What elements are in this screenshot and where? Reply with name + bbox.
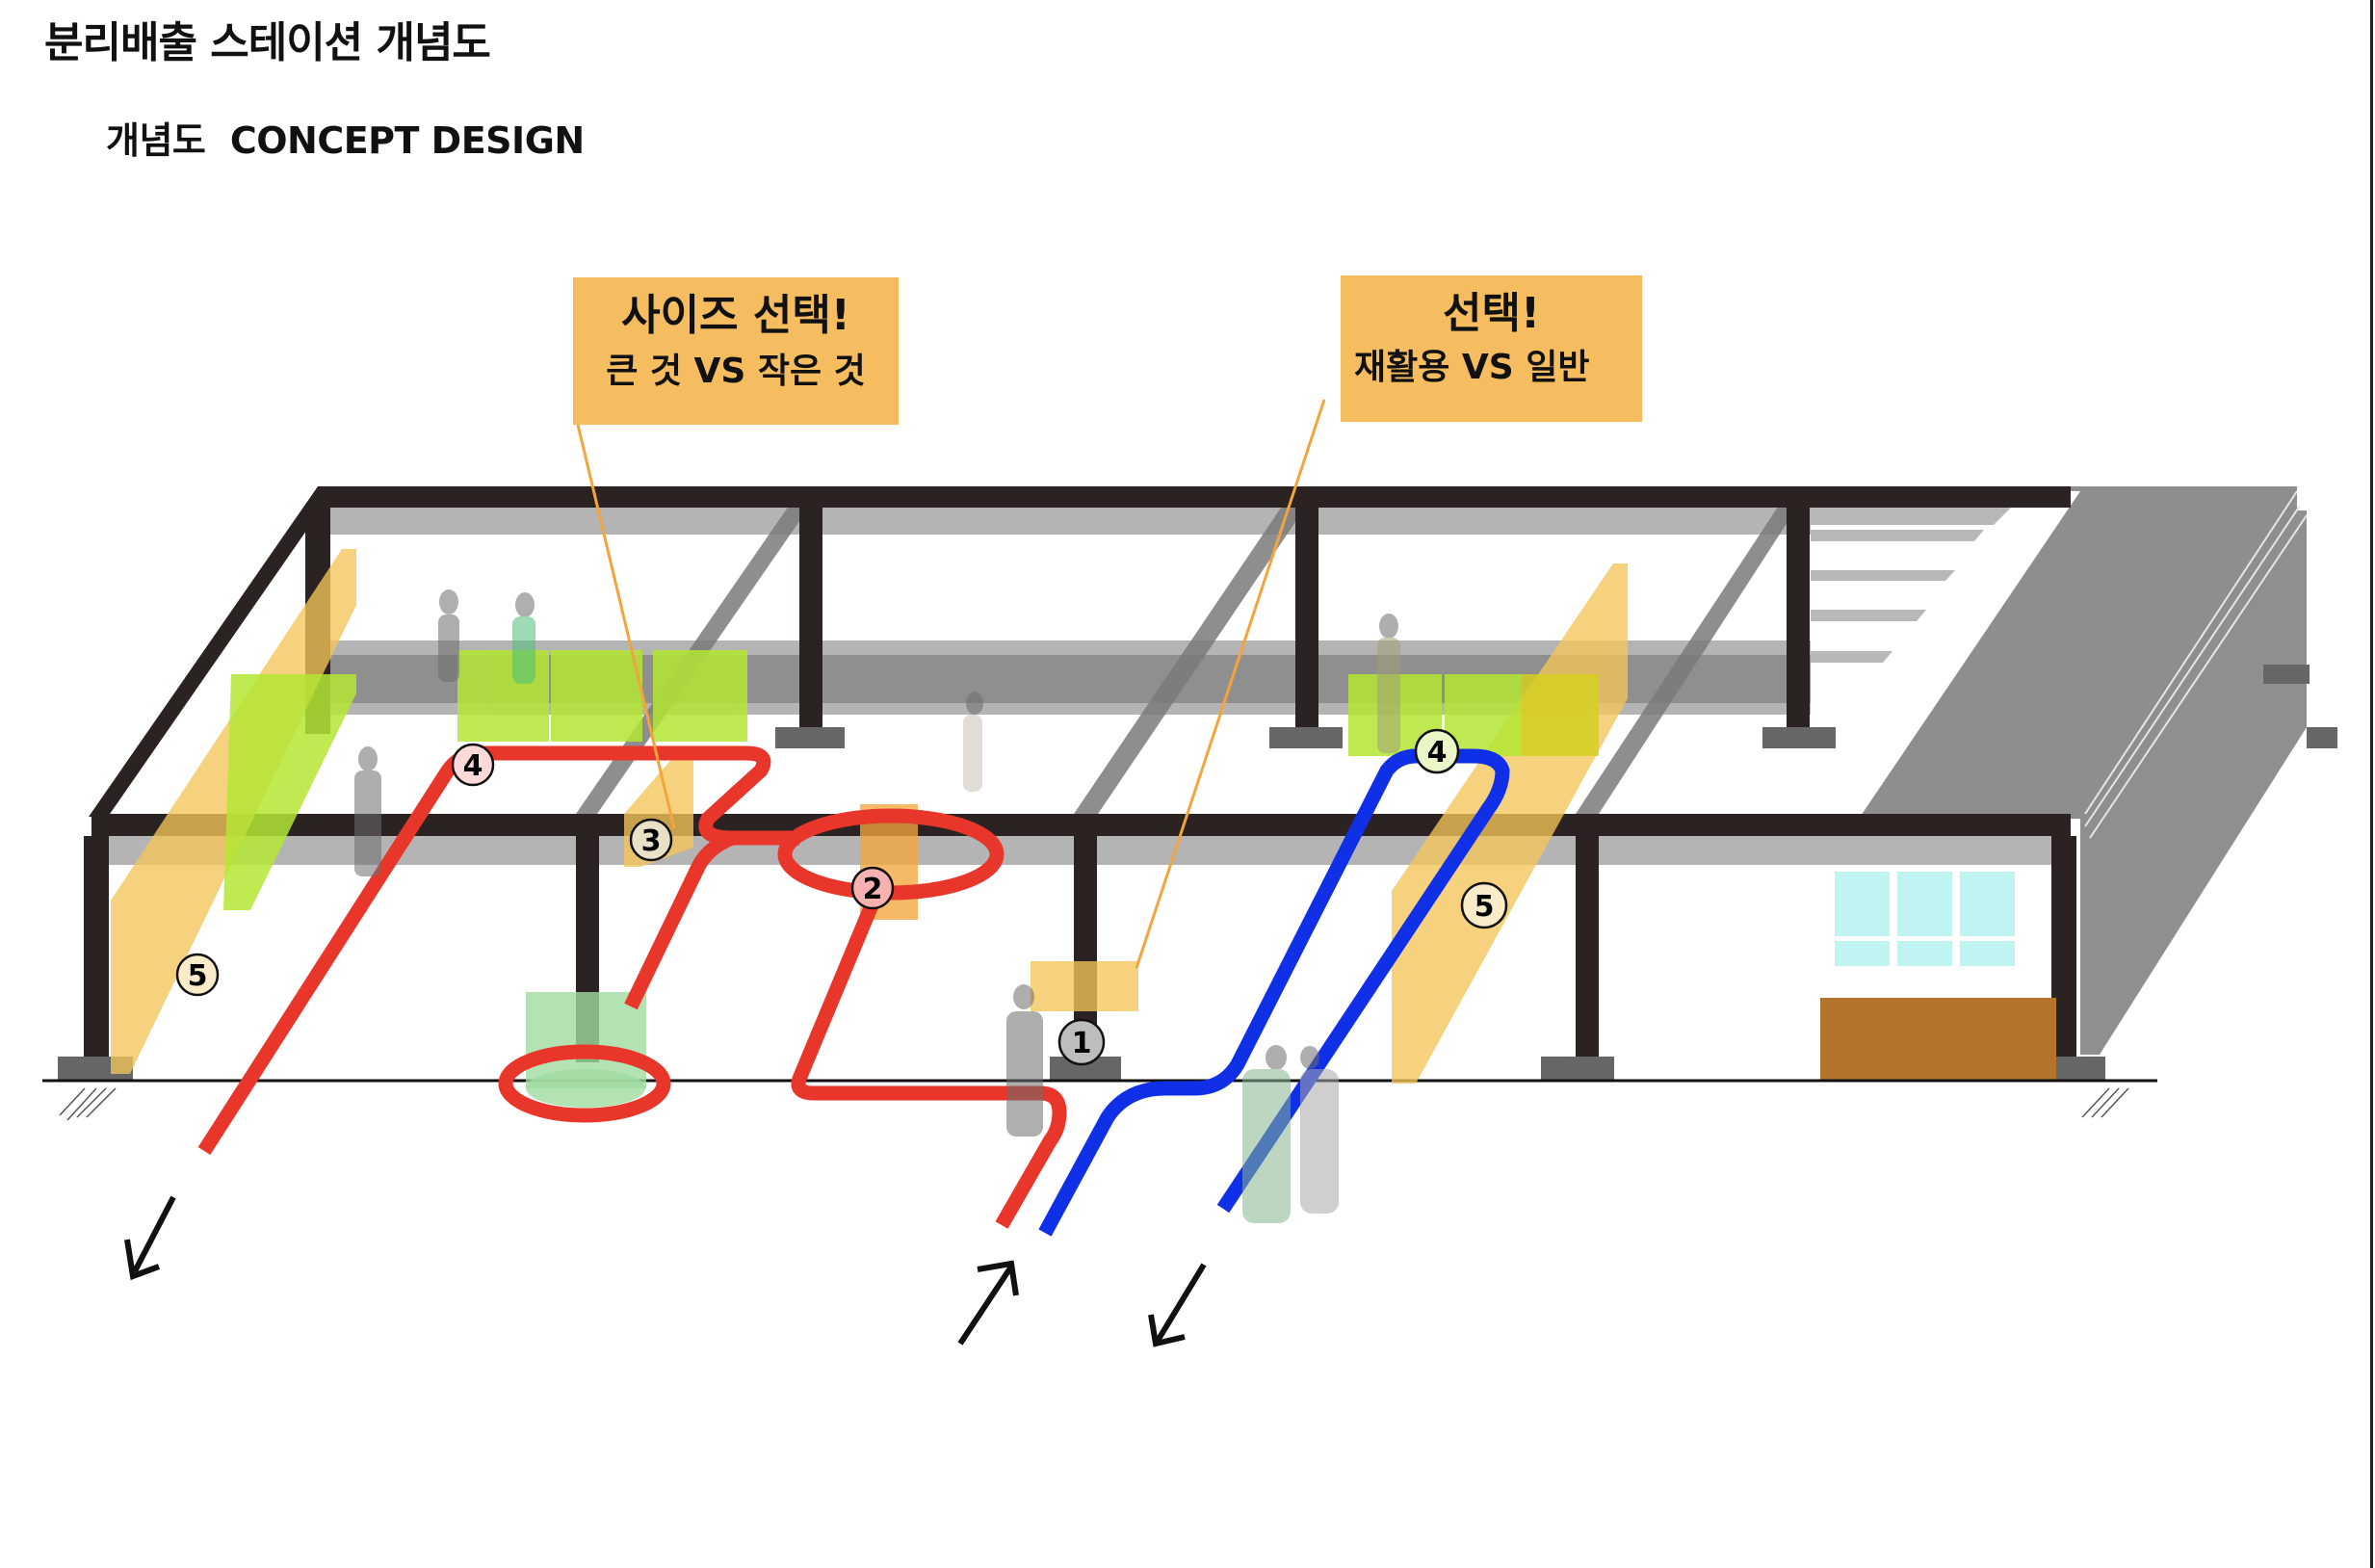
marker-5b: 5 xyxy=(1460,881,1508,929)
arrow-exit-left-icon xyxy=(124,1195,176,1281)
window xyxy=(1835,872,2015,966)
people xyxy=(354,589,1400,1223)
svg-text:5: 5 xyxy=(1475,890,1495,924)
round-bin xyxy=(526,992,646,1108)
structural-frame xyxy=(58,486,2105,1081)
svg-text:5: 5 xyxy=(188,959,208,993)
svg-text:4: 4 xyxy=(463,749,483,783)
marker-5a: 5 xyxy=(175,953,220,997)
callout-type-choice-title: 선택! xyxy=(1442,289,1541,338)
svg-text:1: 1 xyxy=(1072,1027,1092,1060)
svg-text:4: 4 xyxy=(1427,736,1448,770)
svg-text:2: 2 xyxy=(863,873,883,906)
marker-3: 3 xyxy=(629,818,673,862)
page-edge xyxy=(2370,0,2373,1568)
callout-size-choice-title: 사이즈 선택! xyxy=(621,291,850,340)
page-subtitle: 개념도 CONCEPT DESIGN xyxy=(106,119,585,162)
marker-2: 2 xyxy=(850,866,895,910)
svg-text:3: 3 xyxy=(641,824,662,858)
callout-type-choice-detail: 재활용 VS 일반 xyxy=(1354,348,1590,387)
marker-4b: 4 xyxy=(1414,728,1460,774)
callout-size-choice: 사이즈 선택! 큰 것 VS 작은 것 xyxy=(573,277,899,425)
callout-leaders xyxy=(576,399,1326,969)
marker-1: 1 xyxy=(1057,1018,1106,1066)
blue-route xyxy=(1038,748,1510,1237)
marker-4a: 4 xyxy=(451,743,495,787)
page-title: 분리배출 스테이션 개념도 xyxy=(44,18,491,67)
callout-size-choice-detail: 큰 것 VS 작은 것 xyxy=(606,352,866,391)
callout-type-choice: 선택! 재활용 VS 일반 xyxy=(1341,275,1642,422)
ground-line xyxy=(42,1079,2157,1121)
stair-structure xyxy=(1811,486,2337,1055)
arrow-exit-right-icon xyxy=(1148,1263,1207,1347)
arrow-enter-icon xyxy=(957,1260,1019,1346)
door xyxy=(1820,998,2056,1081)
